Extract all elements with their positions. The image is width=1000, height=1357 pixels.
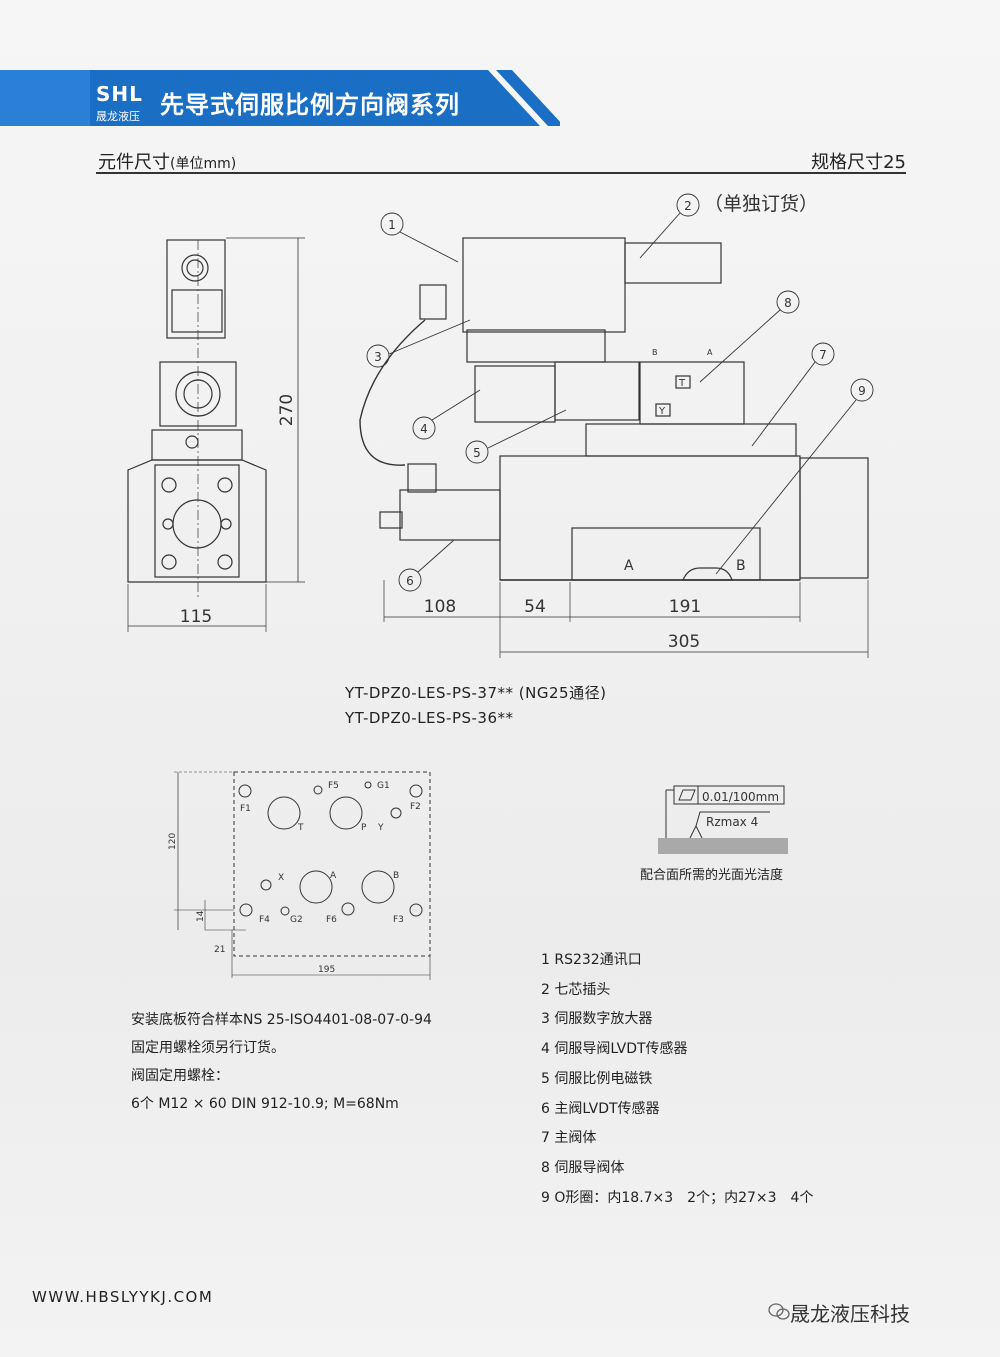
dim-305: 305 <box>668 632 700 652</box>
port-F3: F3 <box>393 915 404 925</box>
list-item: 8 伺服导阀体 <box>541 1159 625 1176</box>
dim-191: 191 <box>669 597 701 617</box>
list-item: 3 伺服数字放大器 <box>541 1011 653 1028</box>
note-line: 固定用螺栓须另行订货。 <box>131 1040 285 1056</box>
size-label: 规格尺寸25 <box>811 152 906 173</box>
port-Y-sub: Y <box>377 823 384 833</box>
dim-108: 108 <box>424 597 456 617</box>
surface-finish-label: 配合面所需的光面光洁度 <box>640 868 784 883</box>
port-X-sub: X <box>278 873 284 883</box>
port-B-sub: B <box>393 871 399 881</box>
port-small-B: B <box>652 348 658 357</box>
header-banner <box>0 70 560 126</box>
dim-14: 14 <box>196 910 206 922</box>
dim-120: 120 <box>168 833 178 850</box>
section-title: 元件尺寸(单位mm) <box>98 152 237 173</box>
subplate-drawing: F1 F2 F3 F4 F5 F6 G1 G2 T P X Y A B 120 … <box>168 771 431 980</box>
callout-2: 2 <box>684 199 692 213</box>
flatness-value: 0.01/100mm <box>702 790 779 804</box>
dim-54: 54 <box>524 597 546 617</box>
callout-7: 7 <box>819 348 827 362</box>
dim-21: 21 <box>214 945 225 955</box>
valve-drawing: 1 2 3 4 5 6 7 8 9 （单独订货） 115 270 108 54 … <box>127 193 874 658</box>
dim-115: 115 <box>180 607 212 627</box>
footer-url[interactable]: WWW.HBSLYYKJ.COM <box>32 1288 214 1306</box>
logo-subtitle: 晟龙液压 <box>96 110 140 123</box>
list-item: 1 RS232通讯口 <box>541 952 642 968</box>
list-item: 6 主阀LVDT传感器 <box>541 1100 660 1117</box>
callouts <box>366 193 874 592</box>
port-P-sub: P <box>361 823 367 833</box>
note-line: 阀固定用螺栓： <box>131 1068 229 1084</box>
port-G1: G1 <box>377 781 390 791</box>
surface-finish-symbol: 0.01/100mm Rzmax 4 <box>658 785 788 854</box>
callout-4: 4 <box>420 422 428 436</box>
logo: SHL <box>96 82 143 106</box>
port-F6: F6 <box>326 915 337 925</box>
port-T-sub: T <box>297 823 304 833</box>
model-code-2: YT-DPZ0-LES-PS-36** <box>345 709 514 727</box>
port-A: A <box>624 558 634 574</box>
note-line: 安装底板符合样本NS 25-ISO4401-08-07-0-94 <box>131 1012 432 1028</box>
port-Y: Y <box>658 406 666 417</box>
page-title: 先导式伺服比例方向阀系列 <box>160 91 460 119</box>
list-item: 5 伺服比例电磁铁 <box>541 1070 653 1087</box>
unit-label: (单位mm) <box>170 156 237 172</box>
section-rule <box>96 172 906 174</box>
port-F4: F4 <box>259 915 270 925</box>
port-F2: F2 <box>410 802 421 812</box>
port-T: T <box>678 378 686 389</box>
note-line: 6个 M12 × 60 DIN 912-10.9; M=68Nm <box>131 1096 399 1112</box>
dim-270: 270 <box>277 394 297 426</box>
list-item: 7 主阀体 <box>541 1130 597 1147</box>
mounting-notes: 安装底板符合样本NS 25-ISO4401-08-07-0-94 固定用螺栓须另… <box>131 1006 432 1118</box>
callout-8: 8 <box>784 296 792 310</box>
callout-1: 1 <box>388 218 396 232</box>
callout-5: 5 <box>473 446 481 460</box>
port-A-sub: A <box>330 871 337 881</box>
list-item: 4 伺服导阀LVDT传感器 <box>541 1041 688 1058</box>
model-code-1: YT-DPZ0-LES-PS-37** (NG25通径) <box>345 684 607 702</box>
side-view <box>127 237 305 632</box>
list-item: 2 七芯插头 <box>541 981 611 998</box>
callout-6: 6 <box>406 574 414 588</box>
list-item: 9 O形圈：内18.7×3 2个；内27×3 4个 <box>541 1189 814 1206</box>
front-view <box>359 237 869 658</box>
port-F1: F1 <box>240 804 251 814</box>
dim-195: 195 <box>318 965 335 975</box>
callout-3: 3 <box>374 350 382 364</box>
roughness-value: Rzmax 4 <box>706 815 758 829</box>
port-F5: F5 <box>328 781 339 791</box>
port-B: B <box>736 558 746 574</box>
callout-9: 9 <box>858 384 866 398</box>
wechat-icon <box>768 1303 790 1320</box>
parts-list: 1 RS232通讯口 2 七芯插头 3 伺服数字放大器 4 伺服导阀LVDT传感… <box>541 946 813 1213</box>
footer-brand: 晟龙液压科技 <box>790 1302 910 1326</box>
order-note: （单独订货） <box>704 193 818 215</box>
port-small-A: A <box>707 348 713 357</box>
port-G2: G2 <box>290 915 303 925</box>
